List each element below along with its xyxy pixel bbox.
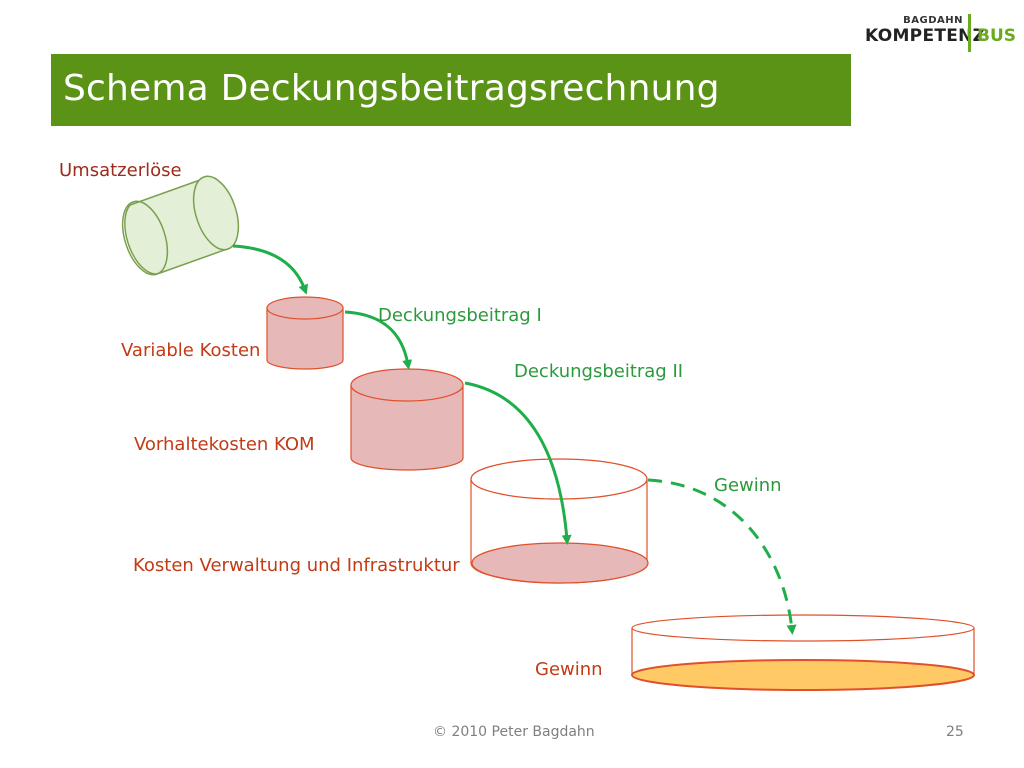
holding-costs-cylinder: [350, 368, 464, 471]
variable-costs-cylinder: [266, 296, 344, 370]
title-bar: Schema Deckungsbeitragsrechnung: [51, 54, 851, 126]
label-profit-arrow: Gewinn: [714, 475, 782, 496]
revenue-cylinder: [121, 175, 240, 276]
label-contribution-1: Deckungsbeitrag I: [378, 305, 542, 326]
label-admin-costs: Kosten Verwaltung und Infrastruktur: [133, 555, 460, 576]
arrow-profit: [647, 478, 797, 635]
footer-page-number: 25: [946, 724, 964, 740]
arrow-db1: [344, 310, 413, 370]
logo-divider: [968, 14, 971, 52]
label-profit: Gewinn: [535, 659, 603, 680]
logo-top-text: BAGDAHN: [903, 15, 963, 26]
footer-copyright: © 2010 Peter Bagdahn: [433, 724, 595, 740]
slide-title: Schema Deckungsbeitragsrechnung: [63, 68, 720, 109]
logo-main-text: KOMPETENZ: [865, 26, 986, 46]
profit-dish: [631, 614, 975, 691]
arrow-revenue-to-variable: [232, 244, 309, 295]
logo-accent-text: BUS: [977, 26, 1017, 46]
admin-costs-cylinder: [470, 458, 649, 584]
arrow-db2: [464, 381, 572, 545]
label-revenue: Umsatzerlöse: [59, 160, 182, 181]
company-logo: BAGDAHN KOMPETENZ BUS: [865, 8, 1017, 56]
label-contribution-2: Deckungsbeitrag II: [514, 361, 684, 382]
label-variable-costs: Variable Kosten: [121, 340, 261, 361]
label-holding-costs: Vorhaltekosten KOM: [134, 434, 315, 455]
